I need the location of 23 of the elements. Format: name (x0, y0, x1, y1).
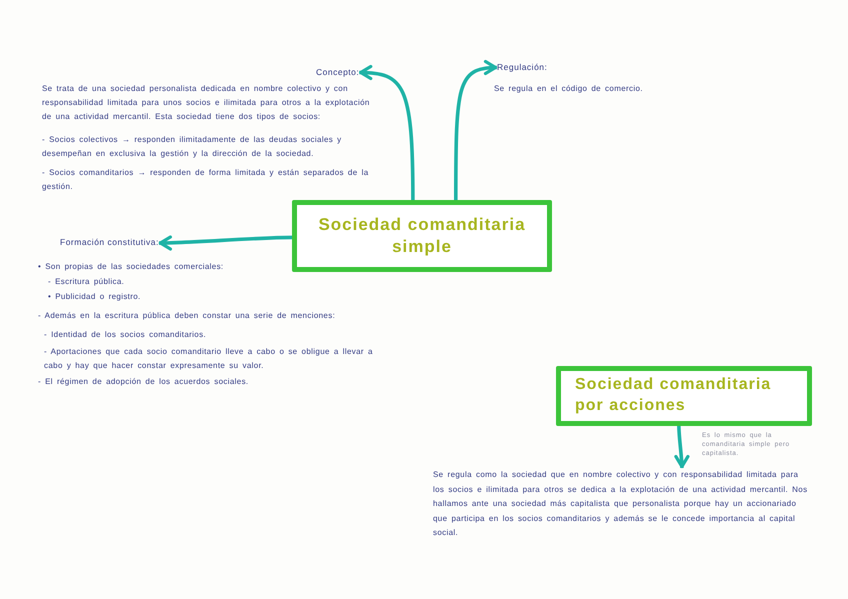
description-text: - Socios colectivos → responden ilimitadamente de las deudas sociales y desempeñan en exclusiva la gestión y la dirección de la sociedad. (42, 134, 343, 160)
description-text: - Identidad de los socios comanditarios. (44, 329, 206, 341)
section-heading: Formación constitutiva: (60, 237, 159, 248)
description-text: • Publicidad o registro. (48, 291, 141, 303)
section-heading: Regulación: (497, 62, 548, 73)
description-text: - El régimen de adopción de los acuerdos sociales. (38, 376, 248, 388)
topic-title: Sociedad comanditaria simple (317, 214, 527, 258)
arrow (158, 235, 292, 250)
description-text: - Además en la escritura pública deben constar una serie de menciones: (38, 310, 336, 322)
description-text: Se regula en el código de comercio. (494, 83, 643, 95)
arrow (674, 426, 690, 468)
section-heading: Concepto: (316, 67, 360, 78)
topic-box (556, 366, 812, 426)
topic-box (292, 200, 552, 272)
arrow (454, 60, 498, 200)
description-text: - Aportaciones que cada socio comanditario lleve a cabo o se obligue a llevar a cabo y hay que hacer constar expresamente su valor. (44, 346, 374, 372)
arrow (359, 65, 415, 200)
description-text: Se regula como la sociedad que en nombre colectivo y con responsabilidad limitada para los socios e ilimitada para otros se dedica a la explotación de una actividad mercantil. Nos hallamos ante una sociedad más capitalista que personalista porque hay un accionariado que participa en los socios comanditarios y además se le concede importancia al capital social. (433, 468, 813, 540)
description-text: - Escritura pública. (48, 276, 124, 288)
topic-title: Sociedad comanditaria por acciones (575, 375, 772, 416)
description-text: • Son propias de las sociedades comerciales: (38, 261, 224, 273)
description-text: Se trata de una sociedad personalista dedicada en nombre colectivo y con responsabilidad limitada para unos socios e ilimitada para otros a la explotación de una actividad mercantil. Esta sociedad tiene dos tipos de socios: (42, 83, 371, 123)
description-text: - Socios comanditarios → responden de forma limitada y están separados de la gestión. (42, 167, 370, 193)
